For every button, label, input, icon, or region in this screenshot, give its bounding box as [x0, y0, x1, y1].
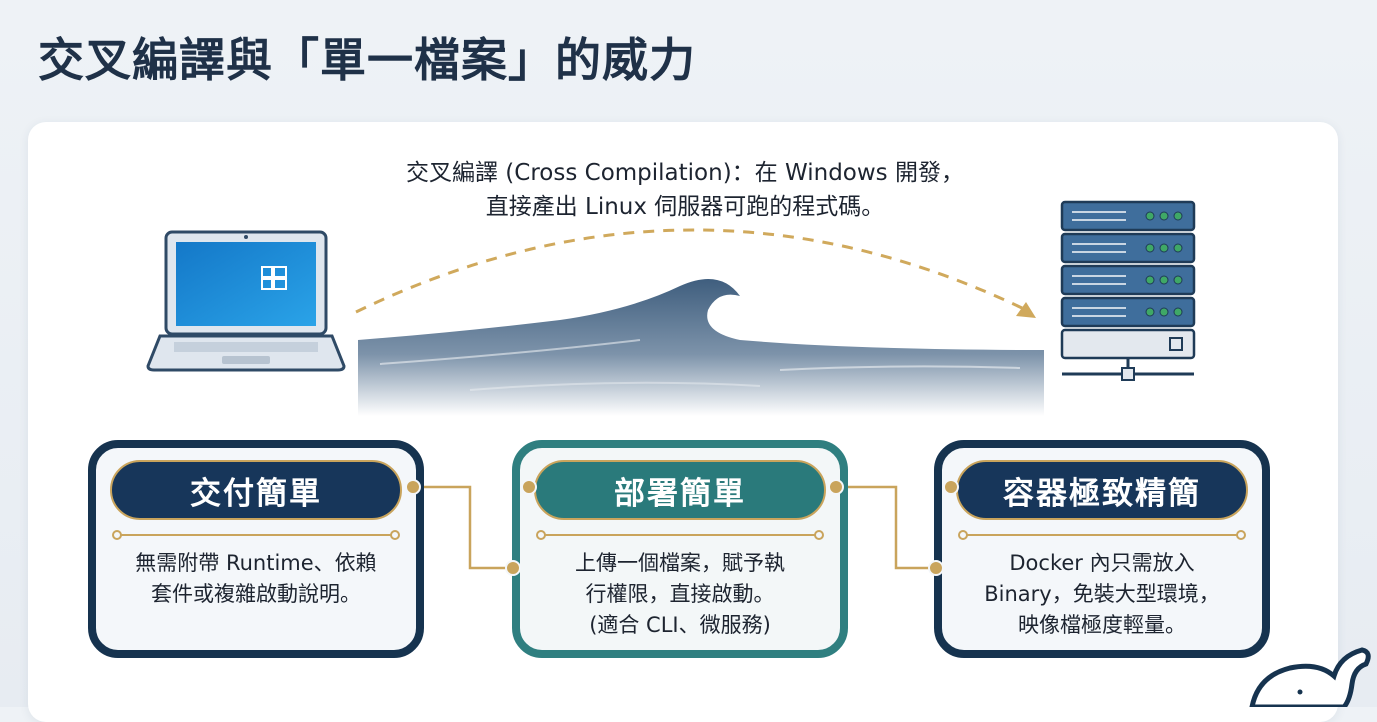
server-rack-icon [1060, 200, 1196, 381]
connector-knob [405, 479, 421, 495]
server-unit [1060, 232, 1196, 264]
connector-knob [505, 560, 521, 576]
card-description: 上傳一個檔案，賦予執 行權限，直接啟動。 (適合 CLI、微服務) [530, 548, 830, 641]
connector-2-3 [836, 485, 936, 570]
arrow-head-icon [1016, 302, 1036, 318]
server-unit [1060, 264, 1196, 296]
server-unit [1060, 296, 1196, 328]
connector-knob [928, 560, 944, 576]
illustration-layer [146, 200, 1371, 707]
laptop-windows-icon [146, 230, 346, 372]
card-line: Binary，免裝大型環境， [984, 582, 1220, 606]
card-deployment: 部署簡單 上傳一個檔案，賦予執 行權限，直接啟動。 (適合 CLI、微服務) [512, 440, 848, 658]
card-line: 無需附帶 Runtime、依賴 [135, 551, 377, 575]
server-base [1060, 328, 1196, 381]
card-line: Docker 內只需放入 [1009, 551, 1195, 575]
transfer-arc [355, 228, 1023, 314]
card-divider [112, 530, 400, 540]
card-line: 套件或複雜啟動說明。 [151, 582, 361, 606]
card-line: 行權限，直接啟動。 [585, 582, 775, 606]
card-delivery: 交付簡單 無需附帶 Runtime、依賴 套件或複雜啟動說明。 [88, 440, 424, 658]
cross-compile-caption: 交叉編譯 (Cross Compilation)：在 Windows 開發， 直… [300, 156, 1070, 224]
connector-1-2 [414, 485, 512, 570]
card-heading: 交付簡單 [110, 460, 402, 520]
docker-whale-icon [1249, 647, 1371, 707]
connector-knob [943, 479, 959, 495]
card-description: Docker 內只需放入 Binary，免裝大型環境， 映像檔極度輕量。 [952, 548, 1252, 641]
card-description: 無需附帶 Runtime、依賴 套件或複雜啟動說明。 [106, 548, 406, 610]
connector-knob [521, 479, 537, 495]
server-unit [1060, 200, 1196, 232]
caption-line-2: 直接產出 Linux 伺服器可跑的程式碼。 [485, 194, 885, 220]
connector-knob [828, 479, 844, 495]
card-divider [536, 530, 824, 540]
card-divider [958, 530, 1246, 540]
card-line: 上傳一個檔案，賦予執 [575, 551, 785, 575]
card-container: 容器極致精簡 Docker 內只需放入 Binary，免裝大型環境， 映像檔極度… [934, 440, 1270, 658]
card-line: 映像檔極度輕量。 [1018, 613, 1186, 637]
card-heading: 部署簡單 [534, 460, 826, 520]
wave-illustration [358, 278, 1044, 416]
page-title: 交叉編譯與「單一檔案」的威力 [38, 33, 696, 87]
card-line: (適合 CLI、微服務) [589, 613, 771, 637]
card-heading: 容器極致精簡 [956, 460, 1248, 520]
caption-line-1: 交叉編譯 (Cross Compilation)：在 Windows 開發， [406, 160, 964, 186]
